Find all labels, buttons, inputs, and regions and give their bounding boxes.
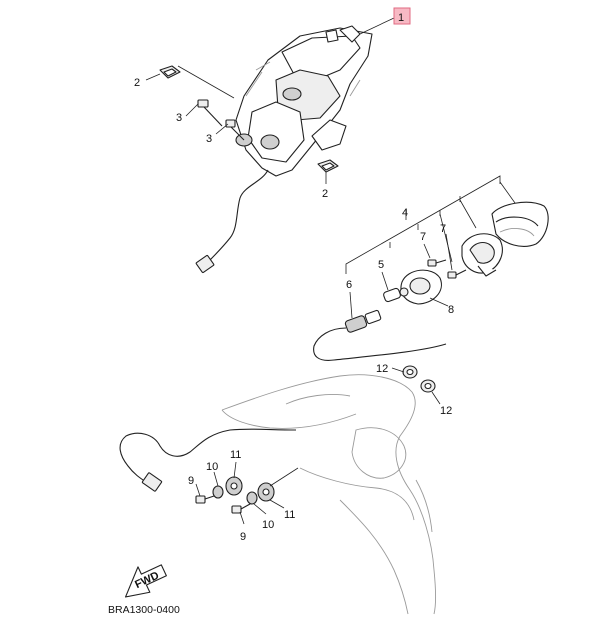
- washer-10a[interactable]: [212, 485, 224, 499]
- screw-7b[interactable]: [447, 269, 467, 279]
- leader-3a: [185, 103, 199, 117]
- tail-lens-cover[interactable]: [491, 201, 549, 247]
- callout-12b[interactable]: 12: [440, 405, 452, 417]
- leader-12b: [431, 391, 441, 405]
- callout-2b[interactable]: 2: [322, 188, 328, 200]
- seat-cowl-ghost: [221, 374, 436, 615]
- callout-1-highlight[interactable]: [393, 7, 411, 25]
- callout-11a[interactable]: 11: [230, 449, 241, 461]
- bulb[interactable]: [383, 287, 409, 303]
- callout-6[interactable]: 6: [346, 279, 352, 291]
- grommet-12a[interactable]: [402, 365, 418, 379]
- leader-7a: [423, 243, 431, 259]
- callout-11b[interactable]: 11: [284, 509, 295, 521]
- callout-5[interactable]: 5: [378, 259, 384, 271]
- fwd-arrow-icon: [124, 564, 167, 598]
- grommet-11b[interactable]: [257, 482, 275, 502]
- callout-2a[interactable]: 2: [134, 77, 140, 89]
- leader-12a: [391, 367, 405, 373]
- screw-9a[interactable]: [195, 495, 215, 504]
- leader-4-frame: [345, 175, 501, 274]
- callout-3b[interactable]: 3: [206, 133, 212, 145]
- leader-6: [349, 291, 353, 319]
- callout-9a[interactable]: 9: [188, 475, 194, 487]
- taillight-housing[interactable]: [461, 233, 503, 277]
- leader-7b: [445, 233, 453, 271]
- callout-12a[interactable]: 12: [376, 363, 388, 375]
- callout-10a[interactable]: 10: [206, 461, 218, 473]
- fender-connector[interactable]: [195, 254, 215, 274]
- callout-7b[interactable]: 7: [440, 223, 446, 235]
- socket-cord[interactable]: [313, 309, 447, 361]
- callout-1[interactable]: 1: [398, 12, 404, 24]
- leader-3b: [215, 123, 229, 135]
- callout-9b[interactable]: 9: [240, 531, 246, 543]
- callout-3a[interactable]: 3: [176, 112, 182, 124]
- leader-5: [381, 271, 389, 291]
- reflector-plate[interactable]: [400, 269, 442, 305]
- leader-8: [429, 297, 449, 307]
- washer-10b[interactable]: [246, 491, 258, 505]
- clip-nut-lower[interactable]: [317, 159, 339, 173]
- grommet-11a[interactable]: [225, 476, 243, 496]
- leader-1: [359, 17, 395, 35]
- bolt-upper[interactable]: [197, 99, 223, 127]
- fender-wire: [207, 169, 269, 263]
- license-light-wire: [119, 428, 297, 483]
- diagram-code: BRA1300-0400: [108, 604, 180, 616]
- rear-fender-housing[interactable]: [235, 25, 373, 177]
- bolt-lower[interactable]: [225, 119, 245, 141]
- license-light-connector[interactable]: [141, 472, 163, 492]
- leader-9-10-11: [195, 461, 299, 525]
- callout-4[interactable]: 4: [402, 207, 408, 219]
- clip-nut-upper[interactable]: [159, 65, 181, 79]
- grommet-12b[interactable]: [420, 379, 436, 393]
- callout-8[interactable]: 8: [448, 304, 454, 316]
- screw-7a[interactable]: [427, 259, 447, 267]
- callout-7a[interactable]: 7: [420, 231, 426, 243]
- callout-10b[interactable]: 10: [262, 519, 274, 531]
- leader-2a: [145, 65, 235, 99]
- screw-9b[interactable]: [231, 503, 251, 514]
